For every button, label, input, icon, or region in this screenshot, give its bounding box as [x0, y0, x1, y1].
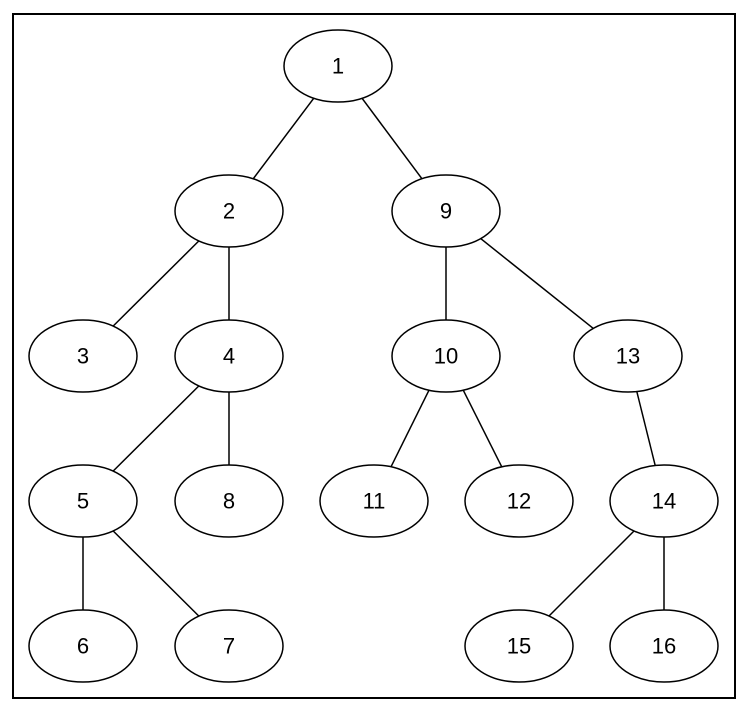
tree-node-n10: 10 [391, 319, 501, 393]
node-ellipse [464, 609, 574, 683]
tree-node-n13: 13 [573, 319, 683, 393]
edge-n1-n9 [361, 97, 423, 180]
node-label: 14 [652, 489, 676, 514]
node-ellipse [319, 464, 429, 538]
tree-node-n14: 14 [609, 464, 719, 538]
node-label: 15 [507, 634, 531, 659]
edge-n13-n14 [636, 391, 656, 466]
edge-n10-n12 [462, 389, 503, 468]
node-ellipse [283, 29, 393, 103]
node-ellipse [464, 464, 574, 538]
tree-node-n7: 7 [174, 609, 284, 683]
edge-n9-n13 [480, 238, 594, 329]
tree-node-n2: 2 [174, 174, 284, 248]
node-ellipse [573, 319, 683, 393]
tree-node-n15: 15 [464, 609, 574, 683]
node-ellipse [28, 464, 138, 538]
node-ellipse [174, 174, 284, 248]
node-ellipse [174, 609, 284, 683]
edge-n5-n7 [112, 530, 200, 617]
edge-layer [82, 97, 665, 617]
node-label: 16 [652, 634, 676, 659]
tree-node-n9: 9 [391, 174, 501, 248]
node-label: 2 [223, 199, 235, 224]
tree-node-n4: 4 [174, 319, 284, 393]
node-ellipse [28, 609, 138, 683]
node-ellipse [609, 609, 719, 683]
node-label: 9 [440, 199, 452, 224]
node-ellipse [174, 319, 284, 393]
node-label: 3 [77, 344, 89, 369]
edge-n14-n15 [548, 530, 635, 617]
node-label: 11 [363, 489, 386, 514]
node-label: 13 [616, 344, 640, 369]
node-ellipse [609, 464, 719, 538]
node-label: 12 [507, 489, 531, 514]
tree-node-n6: 6 [28, 609, 138, 683]
node-ellipse [391, 319, 501, 393]
node-label: 8 [223, 489, 235, 514]
node-label: 7 [223, 634, 235, 659]
tree-node-n1: 1 [283, 29, 393, 103]
node-label: 5 [77, 489, 89, 514]
node-label: 6 [77, 634, 89, 659]
node-ellipse [391, 174, 501, 248]
node-ellipse [174, 464, 284, 538]
edge-n1-n2 [252, 97, 315, 180]
edge-n10-n11 [390, 389, 430, 468]
node-label: 4 [223, 344, 235, 369]
node-label: 1 [332, 54, 344, 79]
tree-node-n8: 8 [174, 464, 284, 538]
tree-node-n12: 12 [464, 464, 574, 538]
tree-node-n3: 3 [28, 319, 138, 393]
tree-node-n16: 16 [609, 609, 719, 683]
edge-n4-n5 [112, 385, 200, 472]
edge-n2-n3 [112, 240, 200, 327]
node-label: 10 [434, 344, 458, 369]
tree-node-n11: 11 [319, 464, 429, 538]
node-ellipse [28, 319, 138, 393]
tree-node-n5: 5 [28, 464, 138, 538]
